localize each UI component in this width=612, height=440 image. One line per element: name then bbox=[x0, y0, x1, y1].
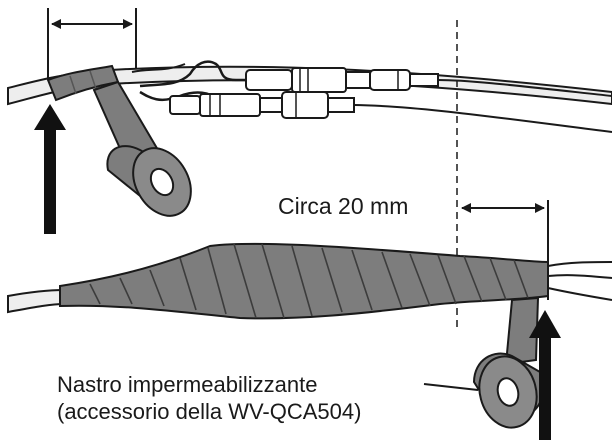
main-cable-bottom-left bbox=[7, 288, 65, 314]
top-step bbox=[7, 8, 612, 330]
arrow-up-bottom-icon bbox=[529, 310, 561, 440]
tape-leader-line bbox=[423, 383, 479, 391]
tape-label-line2: (accessorio della WV-QCA504) bbox=[57, 399, 362, 424]
tape-roll-bottom-icon bbox=[472, 352, 546, 429]
wire-loop-1 bbox=[139, 60, 260, 88]
top-dimension-bar bbox=[47, 8, 137, 80]
tape-spiral-lines bbox=[89, 243, 529, 319]
tape-label-line1: Nastro impermeabilizzante bbox=[57, 372, 318, 397]
tape-roll-top-icon bbox=[106, 145, 192, 217]
bottom-dimension-bar bbox=[461, 200, 549, 300]
connector-upper bbox=[245, 67, 612, 97]
bottom-step bbox=[7, 200, 612, 440]
connector-lower bbox=[169, 91, 612, 133]
cables-exit-right bbox=[547, 261, 612, 301]
tape-strip-bottom bbox=[504, 296, 540, 366]
top-wire-1 bbox=[131, 63, 186, 73]
wrapped-bundle bbox=[59, 242, 549, 320]
dimension-label: Circa 20 mm bbox=[278, 193, 409, 219]
arrow-up-top-icon bbox=[34, 104, 66, 234]
